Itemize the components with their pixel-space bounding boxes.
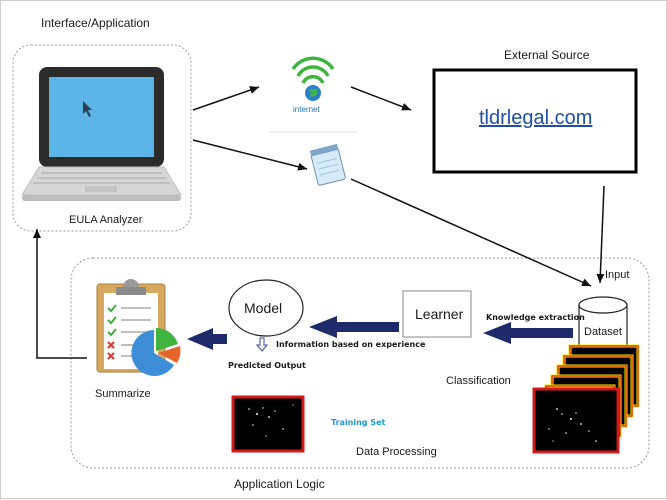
model-node [228,279,304,337]
arrow-summarize-to-laptop [33,229,87,359]
internet-label: internet [293,105,320,114]
arrow-notepad-to-dataset [350,178,592,287]
notepad-icon [309,143,346,186]
learner-label: Learner [415,306,464,322]
arrow-laptop-to-notepad [192,139,308,171]
laptop-icon [21,67,182,201]
input-label: Input [605,269,630,281]
database-cylinder-icon [578,296,628,356]
clipboard-checklist-icon [96,279,166,373]
model-label: Model [244,300,283,316]
training-set-frame [231,395,305,453]
stacked-training-frames [532,344,640,454]
classification-label: Classification [446,375,511,387]
pie-chart-icon [131,327,181,376]
interface-container [12,44,192,232]
predicted-output-label: Predicted Output [228,361,306,370]
navy-arrow-dataset-to-learner [483,322,573,344]
tldrlegal-link[interactable]: tldrlegal.com [479,107,593,129]
knowledge-extraction-label: Knowledge extraction [486,313,585,322]
arrow-internet-to-source [350,86,412,111]
external-source-box [432,68,638,174]
learner-node [402,290,472,338]
external-source-label: External Source [504,48,590,62]
dataset-label: Dataset [584,326,622,338]
internet-wifi-icon [269,56,357,133]
predicted-output-arrow [255,337,269,352]
eula-analyzer-label: EULA Analyzer [69,214,143,226]
arrow-laptop-to-internet [192,86,260,111]
interface-application-label: Interface/Application [41,16,150,30]
data-processing-label: Data Processing [356,446,437,458]
application-logic-label: Application Logic [234,477,325,491]
navy-arrow-learner-to-model [309,316,399,338]
navy-arrow-model-to-summarize [187,328,227,350]
application-logic-container [70,257,650,469]
summarize-label: Summarize [95,388,151,400]
arrow-source-to-dataset [596,185,605,284]
information-based-on-experience-label: Information based on experience [276,340,426,349]
training-set-label: Training Set [331,418,386,427]
